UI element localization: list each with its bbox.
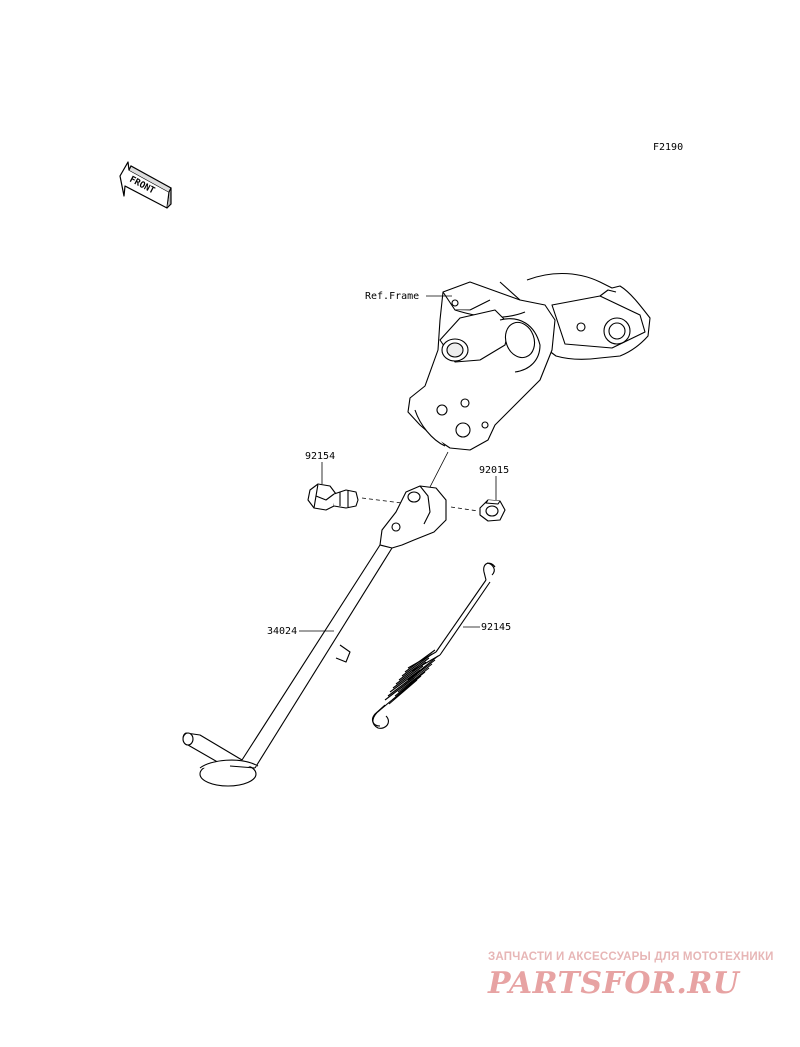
callout-side-stand: 34024: [267, 626, 297, 637]
frame-bracket: [407, 273, 651, 451]
spring-92145: [371, 562, 496, 729]
side-stand-34024: [182, 485, 447, 787]
bolt-92154: [307, 483, 359, 511]
nut-92015: [479, 499, 506, 522]
front-arrow-icon: FRONT: [119, 161, 172, 209]
watermark-logo: PARTSFOR.RU: [488, 966, 740, 1001]
callout-bolt: 92154: [305, 451, 335, 462]
callout-spring: 92145: [481, 622, 511, 633]
diagram-code: F2190: [653, 142, 683, 153]
callout-frame: Ref.Frame: [365, 291, 419, 302]
watermark-tagline: ЗАПЧАСТИ И АКСЕССУАРЫ ДЛЯ МОТОТЕХНИКИ: [488, 951, 774, 963]
callout-nut: 92015: [479, 465, 509, 476]
